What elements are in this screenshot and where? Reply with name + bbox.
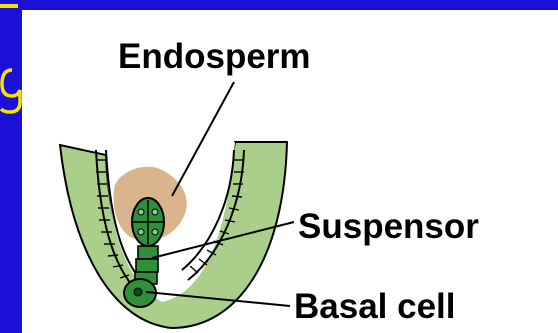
cropped-slide-text (0, 0, 22, 333)
diagram-panel: Endosperm Suspensor Basal cell (22, 10, 558, 333)
embryo-diagram: Endosperm Suspensor Basal cell (22, 10, 558, 333)
embryo-proper (132, 198, 164, 246)
label-basal-cell: Basal cell (294, 287, 456, 326)
label-suspensor: Suspensor (298, 207, 479, 246)
label-endosperm: Endosperm (118, 37, 311, 76)
